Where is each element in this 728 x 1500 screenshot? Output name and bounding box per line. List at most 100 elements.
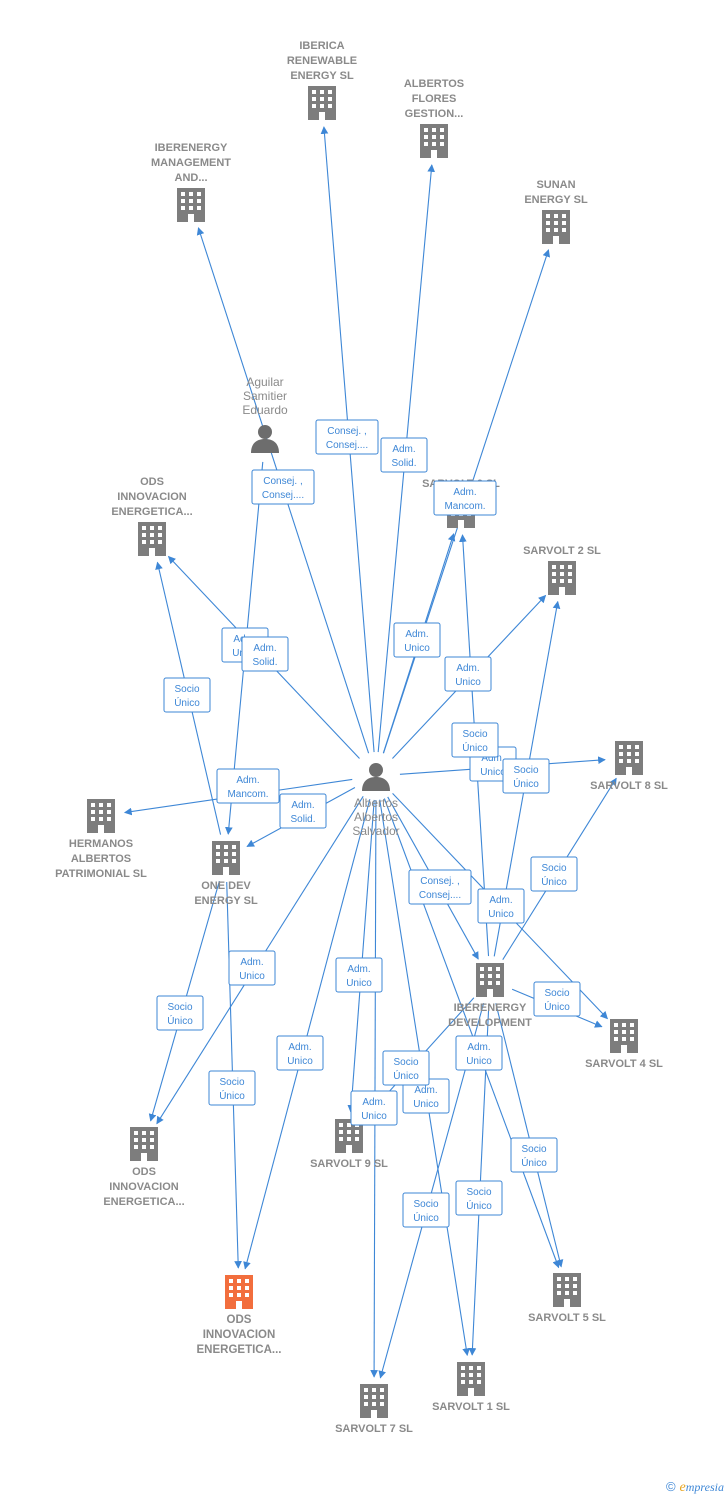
building-icon [212, 841, 240, 875]
node-ods2[interactable]: ODSINNOVACIONENERGETICA... [103, 1127, 185, 1208]
edge-label-aas-ods3[interactable]: Adm.Unico [276, 1035, 324, 1071]
edge-label-aas-sv9[interactable]: Adm.Unico [335, 957, 383, 993]
edge-label-line: Adm. [347, 964, 370, 975]
node-sv9[interactable]: SARVOLT 9 SL [310, 1119, 388, 1170]
edge-label-line: Socio [174, 684, 199, 695]
edge-label-line: Unico [455, 677, 481, 688]
node-afg[interactable]: ALBERTOSFLORESGESTION... [404, 78, 464, 158]
edge-label-line: Adm. [362, 1097, 385, 1108]
node-label: RENEWABLE [287, 55, 357, 67]
edge-label-line: Socio [219, 1077, 244, 1088]
edge-label-aas-hap[interactable]: Adm. Mancom. [216, 768, 280, 804]
edge-label-line: Socio [413, 1199, 438, 1210]
edge-label-line: Consej. , [327, 426, 366, 437]
node-label: DEVELOPMENT [448, 1017, 532, 1029]
node-sv4[interactable]: SARVOLT 4 SL [585, 1019, 663, 1070]
node-label: IBERENERGY [155, 142, 228, 154]
person-icon [251, 425, 279, 453]
edge-label-line: Adm. [236, 775, 259, 786]
building-icon [130, 1127, 158, 1161]
edge-label-line: Socio [521, 1144, 546, 1155]
node-label: ENERGY SL [524, 194, 588, 206]
brand-logo: empresia [679, 1480, 724, 1495]
edge-label-aas-sv7[interactable]: Adm.Unico [350, 1090, 398, 1126]
edge-label-line: Único [541, 875, 567, 888]
edge-label-aas-sv4[interactable]: Adm.Unico [477, 888, 525, 924]
edge-label-aas-ods2[interactable]: Adm. Unico [228, 950, 276, 986]
edge-aas-sv9 [347, 799, 375, 1113]
node-sv2[interactable]: SARVOLT 2 SL [523, 545, 601, 595]
node-label: GESTION... [405, 108, 464, 120]
node-ods3[interactable]: ODSINNOVACIONENERGETICA... [197, 1275, 282, 1356]
edge-label-line: Socio [466, 1187, 491, 1198]
node-label: ENERGETICA... [103, 1196, 184, 1208]
node-sv7[interactable]: SARVOLT 7 SL [335, 1384, 413, 1435]
node-label: ALBERTOS [71, 853, 131, 865]
edge-label-aas-onedev[interactable]: Adm.Solid. [279, 793, 327, 829]
node-label: INNOVACION [203, 1329, 276, 1341]
node-sv1[interactable]: SARVOLT 1 SL [432, 1362, 510, 1413]
edge-label-aas-sv2[interactable]: Adm. Unico [444, 656, 492, 692]
edge-label-aas-afg[interactable]: Adm.Solid. [380, 437, 428, 473]
building-icon [360, 1384, 388, 1418]
building-icon [553, 1273, 581, 1307]
edge-label-line: Adm. [405, 629, 428, 640]
edge-label-line: Consej. , [263, 476, 302, 487]
edge-label-line: Unico [413, 1099, 439, 1110]
edge-label-line: Adm. [240, 957, 263, 968]
edge-label-line: Unico [480, 767, 506, 778]
edge-label-line: Único [219, 1089, 245, 1102]
node-ods1[interactable]: ODSINNOVACIONENERGETICA... [111, 476, 193, 556]
edge-label-aas-sv5[interactable]: Adm.Unico [455, 1035, 503, 1071]
edge-label-line: Único [393, 1069, 419, 1082]
edge-label-line: Adm. [288, 1042, 311, 1053]
node-ibdev[interactable]: IBERENERGYDEVELOPMENT... [448, 963, 532, 1044]
building-icon [420, 124, 448, 158]
edge-label-line: Solid. [290, 814, 315, 825]
edge-label-line: Mancom. [227, 789, 268, 800]
edge-label-line: Adm. [467, 1042, 490, 1053]
edge-label-ase-onedev[interactable]: Adm.Solid. [241, 636, 289, 672]
node-label: PATRIMONIAL SL [55, 868, 147, 880]
building-icon [225, 1275, 253, 1309]
edge-label-line: Solid. [391, 458, 416, 469]
edge-label-line: Socio [541, 863, 566, 874]
footer-brand[interactable]: ©empresia [666, 1479, 724, 1496]
node-label: Eduardo [242, 403, 288, 417]
edge-aas-ods3 [243, 799, 371, 1270]
node-sv5[interactable]: SARVOLT 5 SL [528, 1273, 606, 1324]
edge-label-aas-ibdev[interactable]: Consej. ,Consej.... [408, 869, 472, 905]
edge-label-line: Unico [239, 971, 265, 982]
node-sv8[interactable]: SARVOLT 8 SL [590, 741, 668, 792]
building-icon [457, 1362, 485, 1396]
node-label: SUNAN [536, 179, 575, 191]
edge-label-aas-ibma[interactable]: Consej. ,Consej.... [251, 469, 315, 505]
edge-label-line: Adm. [456, 663, 479, 674]
node-ibma[interactable]: IBERENERGYMANAGEMENTAND... [151, 142, 231, 222]
edge-label-aas-sv6[interactable]: Adm.Unico [393, 622, 441, 658]
node-label: SARVOLT 9 SL [310, 1158, 388, 1170]
node-sunan[interactable]: SUNAN ENERGY SL [524, 179, 588, 244]
edge-label-aas-sunan[interactable]: Adm.Mancom. [433, 480, 497, 516]
edge-label-aas-ibre[interactable]: Consej. ,Consej.... [315, 419, 379, 455]
edge-label-aas-sv1[interactable]: Adm.Unico [402, 1078, 450, 1114]
edge-label-line: Socio [544, 988, 569, 999]
edge-label-line: Socio [513, 765, 538, 776]
